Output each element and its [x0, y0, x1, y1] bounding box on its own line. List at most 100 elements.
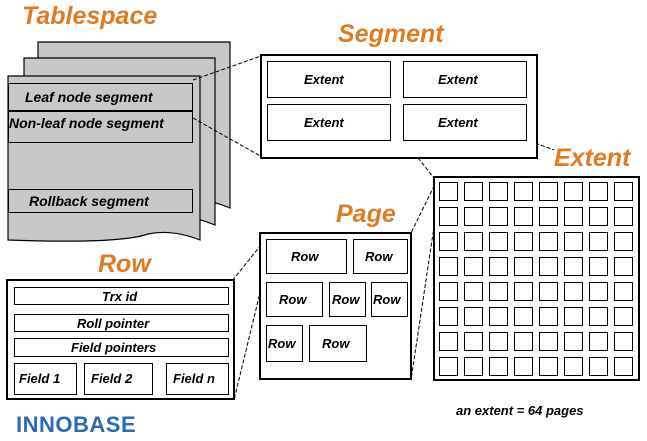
row-box: Trx id Roll pointer Field pointers Field…: [6, 279, 235, 400]
rollback-segment-label: Rollback segment: [29, 193, 149, 209]
row-field-1: Field 1: [14, 363, 77, 395]
page-row-label: Row: [291, 249, 319, 264]
tablespace-title: Tablespace: [22, 2, 158, 30]
row-field-n-label: Field n: [173, 371, 215, 386]
extent-page-cell: [464, 232, 483, 251]
extent-page-cell: [439, 332, 458, 351]
page-row-4: Row: [329, 282, 366, 317]
page-row-5: Row: [371, 282, 408, 317]
row-field-2-label: Field 2: [91, 371, 133, 386]
segment-extent-4: Extent: [403, 104, 527, 141]
extent-page-cell: [589, 182, 608, 201]
row-field-2: Field 2: [84, 363, 153, 395]
row-roll-pointer-label: Roll pointer: [77, 316, 150, 331]
extent-page-cell: [564, 307, 583, 326]
extent-page-cell: [539, 232, 558, 251]
extent-page-cell: [589, 257, 608, 276]
extent-page-cell: [514, 307, 533, 326]
extent-page-cell: [539, 207, 558, 226]
extent-page-cell: [489, 257, 508, 276]
segment-extent-1: Extent: [267, 61, 391, 98]
segment-extent-label: Extent: [438, 72, 478, 87]
extent-page-cell: [564, 232, 583, 251]
extent-page-cell: [489, 182, 508, 201]
segment-extent-3: Extent: [267, 104, 391, 141]
rollback-segment: Rollback segment: [8, 189, 193, 213]
extent-page-cell: [589, 307, 608, 326]
non-leaf-node-segment-label: Non-leaf node segment: [9, 115, 164, 131]
extent-page-cell: [439, 257, 458, 276]
extent-page-cell: [614, 232, 633, 251]
page-row-1: Row: [266, 239, 347, 274]
extent-page-cell: [464, 257, 483, 276]
extent-page-cell: [439, 182, 458, 201]
segment-extent-label: Extent: [438, 115, 478, 130]
extent-title: Extent: [554, 144, 631, 172]
connector-extent-page-bottom: [410, 206, 438, 381]
row-field-n: Field n: [166, 363, 229, 395]
tablespace-sheet-front: [7, 75, 201, 242]
leaf-node-segment: Leaf node segment: [8, 83, 193, 111]
extent-page-cell: [589, 332, 608, 351]
page-row-label: Row: [373, 292, 401, 307]
extent-page-cell: [514, 182, 533, 201]
leaf-node-segment-label: Leaf node segment: [25, 89, 153, 105]
row-trx-id-label: Trx id: [102, 289, 138, 304]
extent-page-cell: [564, 357, 583, 376]
extent-page-cell: [489, 232, 508, 251]
extent-page-cell: [614, 357, 633, 376]
segment-title: Segment: [338, 20, 444, 48]
extent-page-cell: [439, 282, 458, 301]
page-row-label: Row: [279, 292, 307, 307]
extent-page-cell: [564, 207, 583, 226]
page-title: Page: [336, 200, 396, 228]
connector-segment-extent-right: [523, 138, 555, 151]
extent-box: [433, 176, 640, 381]
extent-page-cell: [464, 307, 483, 326]
extent-page-cell: [514, 282, 533, 301]
extent-page-cell: [514, 357, 533, 376]
row-field-pointers: Field pointers: [14, 338, 229, 357]
extent-page-cell: [614, 257, 633, 276]
extent-page-cell: [614, 282, 633, 301]
extent-page-cell: [539, 307, 558, 326]
extent-page-cell: [564, 332, 583, 351]
extent-page-cell: [589, 282, 608, 301]
extent-page-cell: [489, 332, 508, 351]
page-row-7: Row: [309, 325, 367, 362]
extent-page-cell: [439, 357, 458, 376]
extent-page-cell: [464, 357, 483, 376]
extent-page-cell: [614, 307, 633, 326]
connector-tablespace-segment-top: [192, 55, 262, 81]
extent-page-cell: [539, 182, 558, 201]
extent-page-cell: [439, 207, 458, 226]
extent-page-cell: [539, 332, 558, 351]
extent-page-cell: [489, 207, 508, 226]
extent-page-cell: [514, 232, 533, 251]
extent-page-cell: [564, 282, 583, 301]
extent-page-cell: [464, 207, 483, 226]
extent-page-cell: [539, 282, 558, 301]
segment-box: Extent Extent Extent Extent: [260, 54, 538, 159]
innobase-logo: INNOBASE: [16, 412, 137, 437]
extent-page-cell: [589, 207, 608, 226]
extent-page-cell: [464, 182, 483, 201]
segment-extent-label: Extent: [304, 115, 344, 130]
connector-extent-page-top: [410, 179, 438, 234]
extent-caption: an extent = 64 pages: [456, 403, 584, 418]
extent-page-cell: [589, 232, 608, 251]
extent-page-cell: [589, 357, 608, 376]
page-row-6: Row: [266, 325, 303, 362]
segment-extent-2: Extent: [403, 61, 527, 98]
extent-page-cell: [564, 182, 583, 201]
row-trx-id: Trx id: [14, 287, 229, 305]
extent-page-cell: [614, 332, 633, 351]
extent-page-cell: [464, 282, 483, 301]
page-row-label: Row: [268, 336, 296, 351]
row-title: Row: [98, 250, 151, 278]
segment-extent-label: Extent: [304, 72, 344, 87]
row-field-pointers-label: Field pointers: [71, 340, 157, 355]
extent-page-cell: [539, 357, 558, 376]
extent-page-cell: [439, 307, 458, 326]
connector-tablespace-segment-bottom: [192, 117, 263, 158]
